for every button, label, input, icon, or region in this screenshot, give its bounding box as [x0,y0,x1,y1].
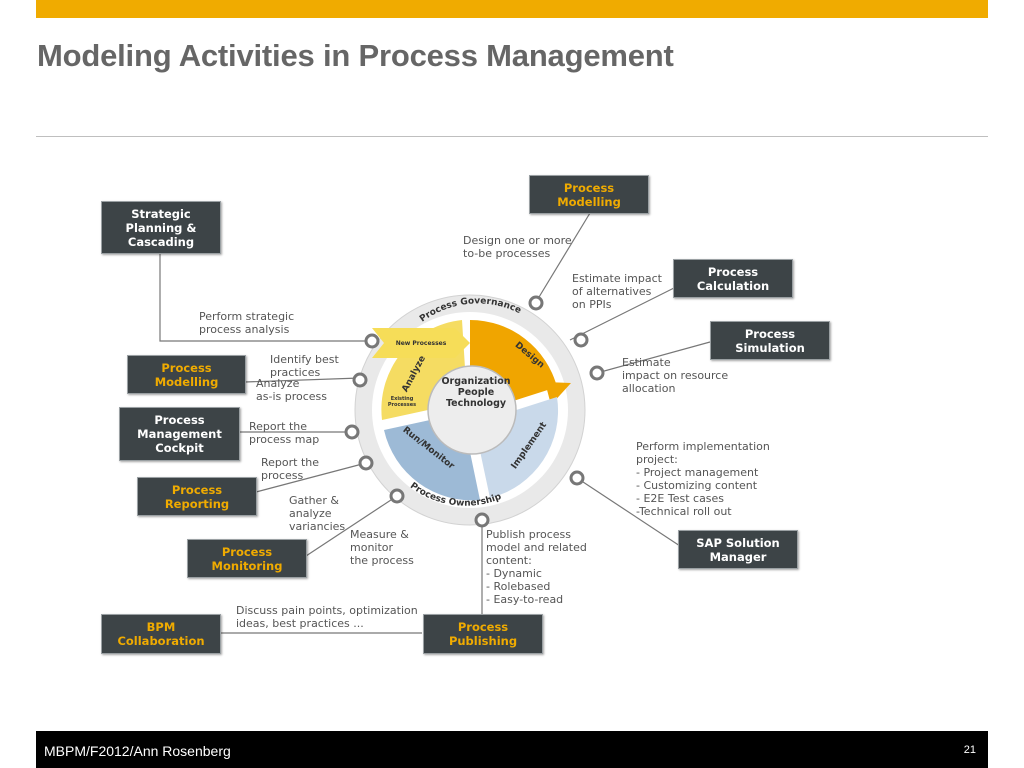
box-process-calculation: Process Calculation [673,259,793,298]
connector-reporting [255,462,367,493]
node-solution-manager [569,470,585,486]
note-identify-best: Identify best practices [270,353,339,379]
connector-strategic [159,253,372,342]
node-modelling-left [352,372,368,388]
title-divider [36,136,988,137]
node-simulation [589,365,605,381]
connector-modelling-left [244,377,361,383]
connector-simulation [596,341,711,374]
node-monitoring [389,488,405,504]
note-gather-analyze: Gather & analyze variancies [289,494,346,533]
note-strategic-analysis: Perform strategic process analysis [199,310,295,336]
node-calculation [573,332,589,348]
note-estimate-resource: Estimate impact on resource allocation [622,356,729,395]
note-measure-monitor: Measure & monitor the process [350,528,414,567]
page-number: 21 [963,744,976,756]
top-accent-bar [36,0,988,18]
center-circle [427,365,517,455]
design-segment [470,320,557,402]
note-estimate-alternatives: Estimate impact of alternatives on PPIs [572,272,662,311]
run-monitor-segment [384,420,480,501]
note-report-map: Report the process map [249,420,320,446]
footer-text: MBPM/F2012/Ann Rosenberg [44,743,231,759]
existing-processes-line: Processes [388,402,416,408]
footer-bar: MBPM/F2012/Ann Rosenberg 21 [36,731,988,768]
slide-title: Modeling Activities in Process Managemen… [37,38,674,73]
connector-nodes [344,295,605,528]
node-cockpit [344,424,360,440]
existing-processes-line: Existing [391,396,414,402]
note-analyze-asis: Analyze as-is process [256,377,327,403]
box-bpm-collaboration: BPM Collaboration [101,614,221,654]
note-design-tobe: Design one or more to-be processes [463,234,572,260]
new-processes-label: New Processes [396,340,447,347]
box-process-reporting: Process Reporting [137,477,257,516]
note-report-process: Report the process [261,456,320,482]
box-process-simulation: Process Simulation [710,321,830,360]
box-process-publishing: Process Publishing [423,614,543,654]
connector-calculation [569,284,681,341]
box-sap-solution-manager: SAP Solution Manager [678,530,798,569]
box-process-management-cockpit: Process Management Cockpit [119,407,240,461]
node-strategic [364,333,380,349]
connector-monitoring [305,495,398,557]
node-reporting [358,455,374,471]
node-publishing [474,512,490,528]
new-processes-arrow [372,328,470,358]
box-strategic-planning: Strategic Planning & Cascading [101,201,221,254]
center-label: Organization People Technology [441,376,511,409]
box-process-monitoring: Process Monitoring [187,539,307,578]
note-publish-model: Publish process model and related conten… [486,528,587,606]
node-modelling-top [528,295,544,311]
connector-solution-manager [576,477,681,547]
note-implementation: Perform implementation project: - Projec… [636,440,770,518]
connector-modelling-top [535,212,591,303]
connector-lines [159,212,711,634]
implement-segment [480,397,559,498]
box-process-modelling-left: Process Modelling [127,355,246,394]
box-process-modelling-top: Process Modelling [529,175,649,214]
note-discuss: Discuss pain points, optimization ideas,… [236,604,418,630]
